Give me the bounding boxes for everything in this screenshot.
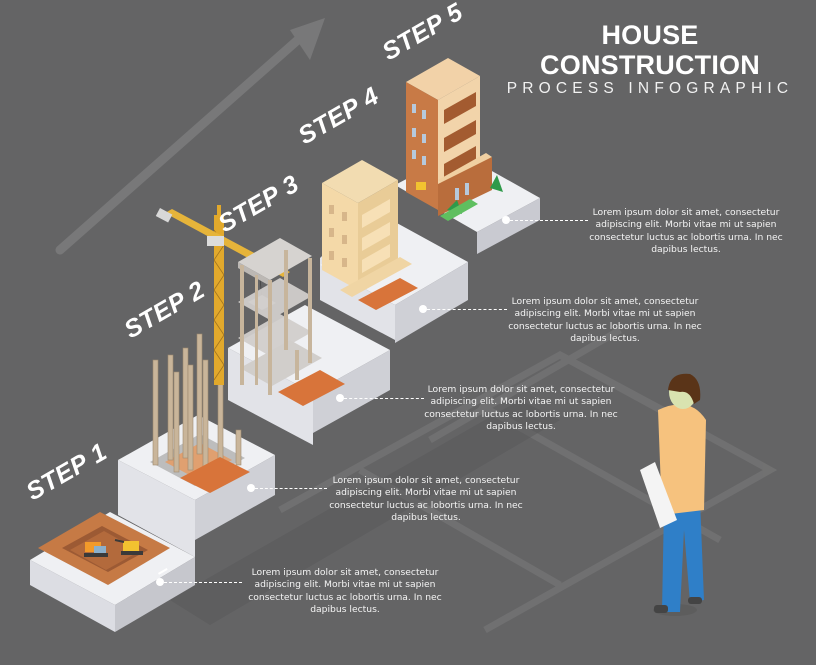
- unfinished-building: [322, 160, 418, 310]
- person-with-blueprint-icon: [640, 373, 706, 616]
- step-5-marker: [502, 216, 510, 224]
- excavator-icon: [84, 539, 143, 557]
- step-1-marker: [156, 578, 164, 586]
- excavation-pit: [38, 512, 170, 585]
- finished-building: [406, 58, 503, 221]
- step-3-description: Lorem ipsum dolor sit amet, consectetur …: [424, 384, 618, 433]
- infographic-title: HOUSE CONSTRUCTION PROCESS INFOGRAPHIC: [494, 20, 806, 98]
- step-4-description: Lorem ipsum dolor sit amet, consectetur …: [508, 296, 702, 345]
- step-2-marker: [247, 484, 255, 492]
- step-5-connector: [510, 220, 588, 221]
- title-main: HOUSE CONSTRUCTION: [540, 20, 760, 80]
- step-1-connector: [164, 582, 242, 583]
- step-2-description: Lorem ipsum dolor sit amet, consectetur …: [329, 475, 523, 524]
- foundation-columns: [150, 333, 250, 493]
- concrete-frame-building: [238, 238, 345, 406]
- step-3-marker: [336, 394, 344, 402]
- title-subtitle: PROCESS INFOGRAPHIC: [506, 80, 794, 97]
- step-2-connector: [255, 488, 327, 489]
- step-3-connector: [344, 398, 424, 399]
- step-4-marker: [419, 305, 427, 313]
- step-4-connector: [427, 309, 507, 310]
- step-1-description: Lorem ipsum dolor sit amet, consectetur …: [248, 567, 442, 616]
- growth-arrow-icon: [55, 18, 325, 255]
- step-5-description: Lorem ipsum dolor sit amet, consectetur …: [589, 207, 783, 256]
